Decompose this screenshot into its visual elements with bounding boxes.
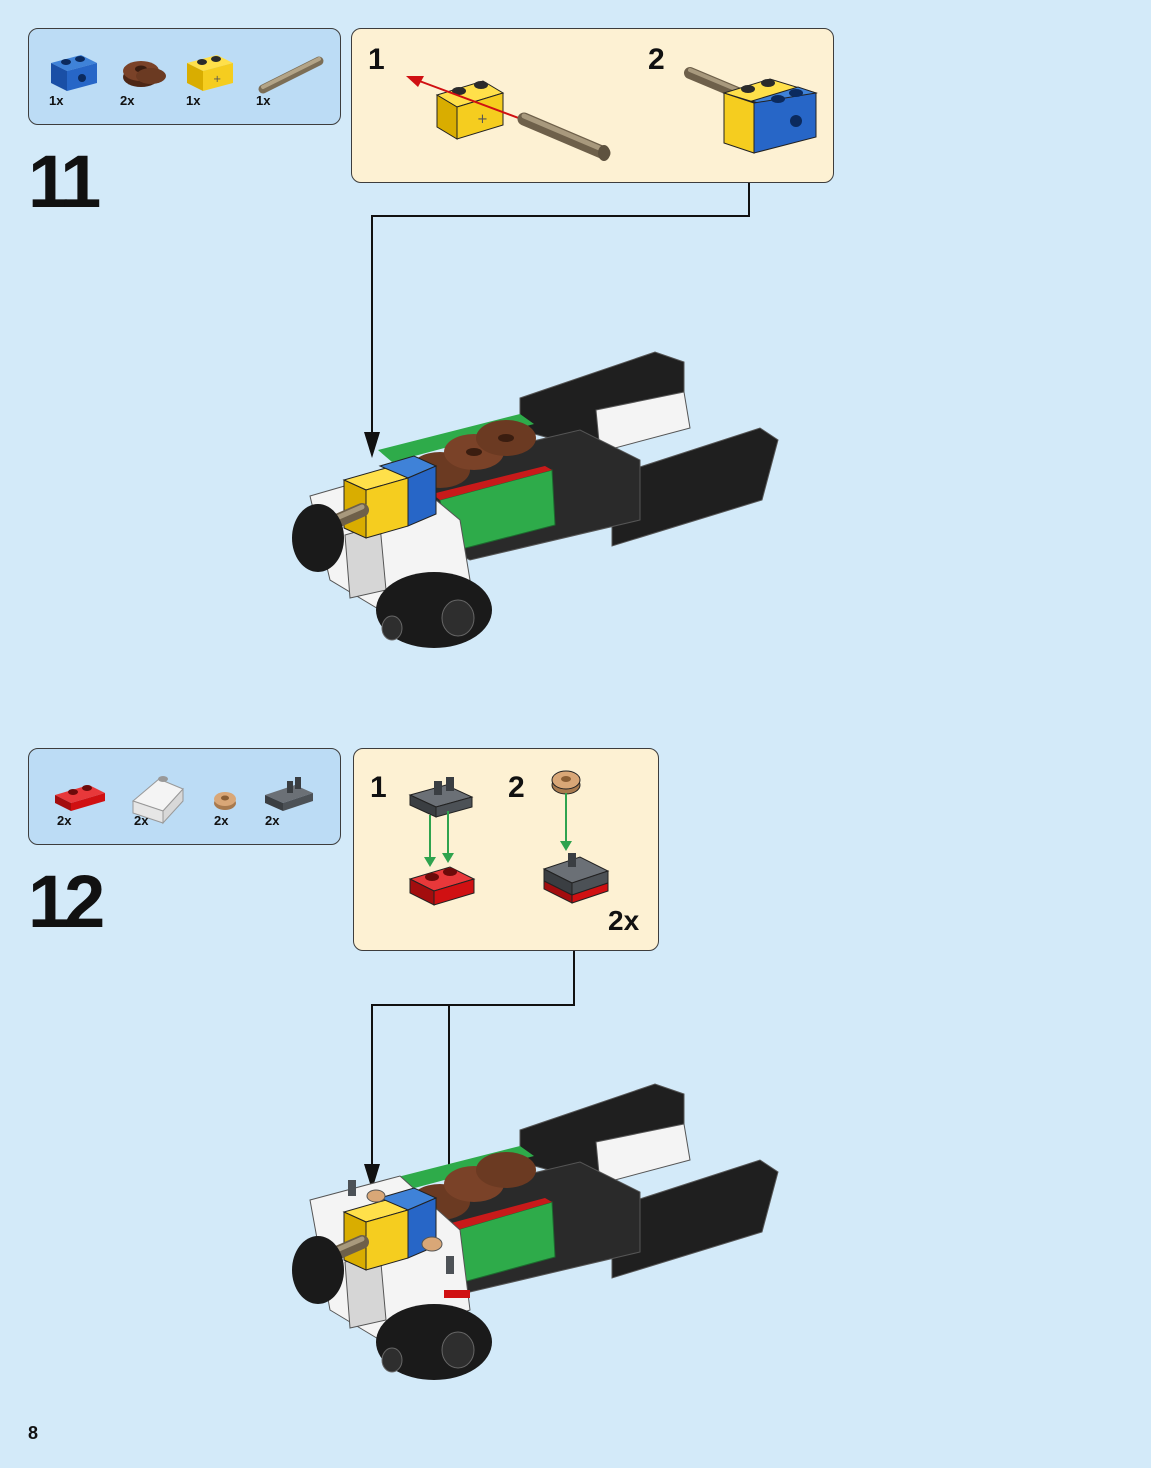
substep-multiplier: 2x (608, 905, 640, 936)
part-qty: 1x (186, 93, 201, 108)
svg-text:+: + (477, 112, 488, 127)
step-number: 12 (28, 860, 105, 943)
step-11-parts-icons: + (51, 55, 324, 94)
substep-number: 2 (648, 43, 665, 76)
tan-round-plate-icon (551, 770, 581, 795)
tan-axle-icon (258, 56, 324, 94)
step-12-parts-icons (55, 776, 313, 825)
dark-grey-clip-plate-icon (265, 777, 313, 811)
tan-axle-icon (517, 112, 611, 161)
part-qty: 2x (134, 813, 149, 828)
part-qty: 2x (120, 93, 135, 108)
part-qty: 1x (49, 93, 64, 108)
white-slope-icon (131, 776, 184, 825)
vehicle-model-icon (292, 1083, 779, 1380)
clip-on-red-plate-icon (542, 853, 610, 904)
brown-round-plate-icon (123, 61, 166, 87)
tan-round-plate-icon (214, 792, 236, 810)
step-12-parts-box: 2x 2x 2x 2x (28, 748, 341, 845)
substep-number: 1 (370, 771, 387, 804)
step-11-parts-box: + 1x 2x 1x 1x (28, 28, 341, 125)
page-number: 8 (28, 1423, 39, 1443)
red-plate-icon (408, 866, 476, 906)
step-11-substep-illustration: + (406, 67, 818, 161)
dark-grey-clip-plate-icon (408, 777, 474, 818)
yellow-technic-brick-icon: + (187, 55, 233, 91)
yellow-blue-bricks-icon (722, 78, 818, 154)
part-qty: 2x (265, 813, 280, 828)
step-number: 11 (28, 140, 101, 223)
part-qty: 2x (57, 813, 72, 828)
step-12-substep-illustration (408, 770, 610, 906)
step-12-substep-box: 1 2 2x (353, 748, 659, 951)
svg-text:+: + (213, 74, 221, 85)
step-11-substep-box: 1 2 + (351, 28, 834, 183)
vehicle-model-icon (292, 351, 779, 648)
part-qty: 2x (214, 813, 229, 828)
substep-number: 2 (508, 771, 525, 804)
blue-technic-brick-icon (51, 55, 97, 91)
yellow-technic-brick-icon: + (435, 80, 505, 140)
substep-number: 1 (368, 43, 385, 76)
red-plate-icon (55, 785, 105, 811)
arrow-head-icon (406, 76, 424, 87)
part-qty: 1x (256, 93, 271, 108)
